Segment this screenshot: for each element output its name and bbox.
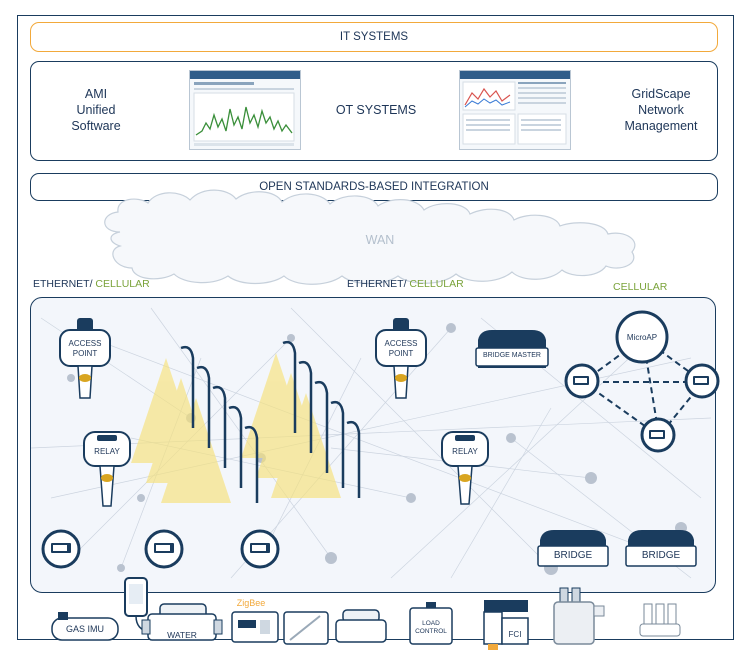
fci-label: FCI: [508, 630, 522, 639]
bridge-1-label: BRIDGE: [553, 550, 593, 561]
backhaul-right: CELLULAR: [613, 281, 667, 293]
thermostat-device: [283, 611, 329, 645]
bridge-2-label: BRIDGE: [641, 550, 681, 561]
gas-imu-device: [51, 612, 119, 641]
gridscape-line-3: Management: [624, 119, 698, 133]
microap-node: [615, 310, 669, 364]
access-point-1-line-1: ACCESS: [68, 339, 102, 348]
meter-node-6: [240, 529, 280, 569]
it-systems-bar: IT SYSTEMS: [30, 22, 718, 52]
meter-node-1: [564, 363, 600, 399]
access-point-1-line-2: POINT: [72, 349, 98, 358]
insulator-device: [639, 603, 681, 637]
relay-1: [83, 431, 131, 507]
microap-label: MicroAP: [626, 333, 658, 342]
load-control-line-2: CONTROL: [415, 628, 447, 635]
ami-line-3: Software: [71, 119, 121, 133]
gridscape-line-2: Network: [638, 103, 684, 117]
water-meter: [141, 603, 223, 641]
ami-software-screenshot: [189, 70, 301, 150]
transformer-device: [553, 587, 605, 645]
zigbee-label: ZigBee: [236, 598, 266, 608]
backhaul-middle: ETHERNET/ CELLULAR: [347, 278, 464, 290]
relay-2: [441, 431, 489, 505]
wan-label: WAN: [365, 233, 395, 247]
backhaul-mid-ethernet: ETHERNET/: [347, 278, 407, 290]
handheld-device: [124, 577, 151, 633]
bridge-1: [537, 530, 609, 567]
bridge-2: [625, 530, 697, 567]
backhaul-left-ethernet: ETHERNET/: [33, 278, 93, 290]
it-systems-label: IT SYSTEMS: [339, 31, 409, 43]
backhaul-mid-cellular: CELLULAR: [406, 278, 464, 290]
ot-systems-box: AMI Unified Software OT SYSTEMS: [30, 61, 718, 161]
bridge-master-label: BRIDGE MASTER: [483, 352, 541, 359]
access-point-2: [375, 318, 427, 399]
water-label: WATER: [167, 630, 197, 640]
access-point-1-label: ACCESS POINT: [60, 339, 110, 359]
access-point-2-line-2: POINT: [388, 349, 414, 358]
load-control-device: [409, 602, 453, 645]
access-point-2-label: ACCESS POINT: [376, 339, 426, 359]
fci-device: [483, 600, 529, 650]
gridscape-line-1: GridScape: [631, 87, 691, 101]
meter-node-2: [684, 363, 720, 399]
backhaul-left: ETHERNET/ CELLULAR: [33, 278, 150, 290]
streetlight-beams: [131, 353, 341, 503]
ot-systems-label: OT SYSTEMS: [335, 103, 417, 117]
meter-node-4: [41, 529, 81, 569]
meter-node-5: [144, 529, 184, 569]
backhaul-right-cellular: CELLULAR: [613, 281, 668, 293]
backhaul-left-cellular: CELLULAR: [92, 278, 150, 290]
gridscape-screenshot: [459, 70, 571, 150]
ami-line-2: Unified: [76, 103, 116, 117]
gas-imu-label: GAS IMU: [65, 624, 104, 634]
zigbee-device: [231, 611, 279, 643]
load-control-line-1: LOAD: [422, 620, 440, 627]
streetlights-group-2: [282, 340, 361, 498]
access-point-1: [59, 318, 111, 399]
load-control-label: LOAD CONTROL: [410, 620, 452, 636]
meter-node-3: [640, 417, 676, 453]
ami-line-1: AMI: [84, 87, 108, 101]
relay-1-label: RELAY: [94, 447, 120, 456]
streetlights-group-1: [180, 345, 259, 503]
relay-2-label: RELAY: [452, 447, 478, 456]
bridge-master: [475, 330, 549, 368]
ami-label: AMI Unified Software: [51, 86, 141, 134]
electric-meter: [335, 609, 387, 643]
access-point-2-line-1: ACCESS: [384, 339, 418, 348]
gridscape-label: GridScape Network Management: [616, 86, 706, 134]
